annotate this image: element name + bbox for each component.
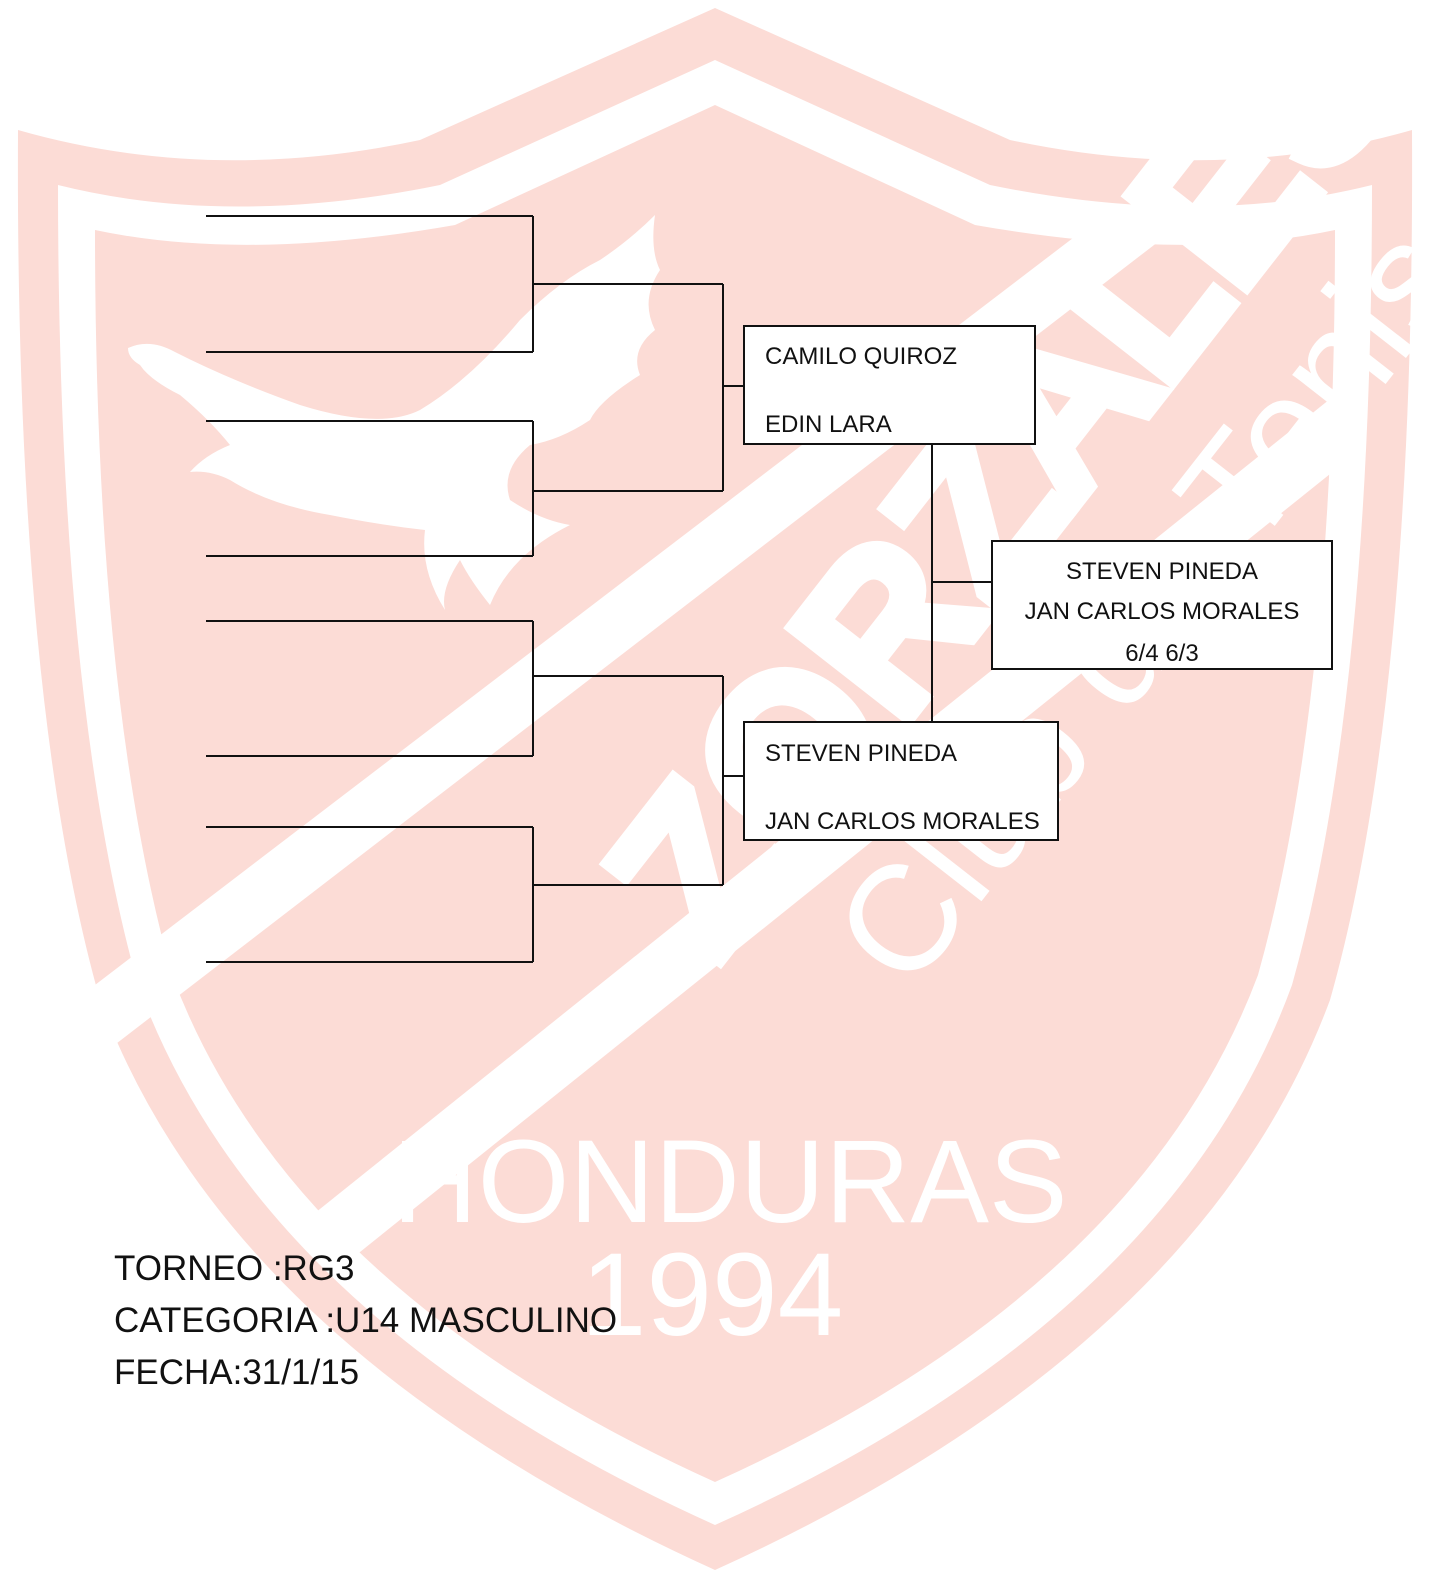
tournament-date: FECHA:31/1/15 [114,1353,360,1392]
watermark-country-text: HONDURAS [392,1116,1067,1248]
round2-connector-top [722,284,744,491]
semifinal-top-box [743,325,1036,445]
tournament-category: CATEGORIA :U14 MASCULINO [114,1301,618,1340]
semifinal-top-player1: CAMILO QUIROZ [765,343,958,370]
semifinal-bottom-box [743,721,1059,841]
final-box-content: STEVEN PINEDA JAN CARLOS MORALES 6/4 6/3 [992,541,1332,666]
semifinal-top-player2: EDIN LARA [765,411,892,438]
round1-match-1 [206,215,723,353]
final-connector [931,444,992,722]
round2-connector-bottom [722,676,744,885]
round1-match-4 [206,826,723,963]
final-score: 6/4 6/3 [1125,640,1199,666]
tournament-name: TORNEO :RG3 [114,1249,355,1288]
watermark-year-text: 1994 [581,1229,844,1361]
round1-match-2 [206,420,723,557]
bird-icon [128,215,660,610]
final-player1: STEVEN PINEDA [1065,558,1259,585]
round1-match-3 [206,620,723,757]
final-box [991,540,1333,670]
semifinal-bottom-player1: STEVEN PINEDA [765,740,958,767]
semifinal-bottom-player2: JAN CARLOS MORALES [765,808,1040,835]
final-player2: JAN CARLOS MORALES [1024,598,1300,625]
